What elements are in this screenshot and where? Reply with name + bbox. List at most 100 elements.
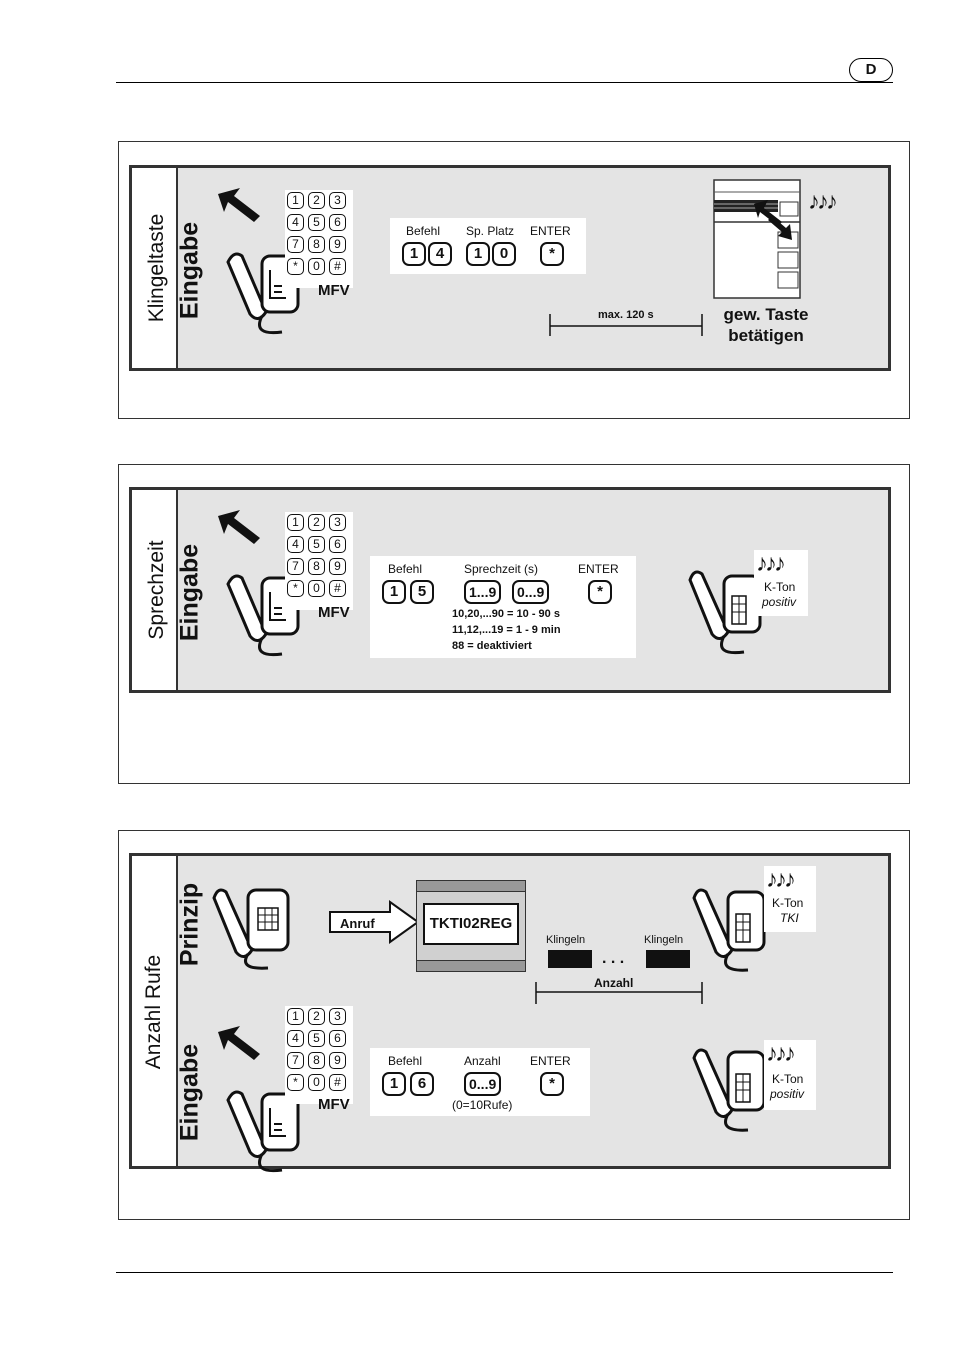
keypad-key[interactable]: 0 (308, 1074, 325, 1091)
handset-icon (212, 888, 290, 970)
key-5[interactable]: 5 (410, 580, 434, 604)
ring-pulse (646, 950, 690, 968)
handset-icon (218, 1026, 300, 1173)
key-range-0-9[interactable]: 0...9 (464, 1072, 502, 1096)
music-notes-icon: ♪♪♪ (756, 550, 786, 577)
ellipsis: . . . (602, 950, 625, 967)
platz-label: Sp. Platz (466, 224, 515, 238)
keypad-key[interactable]: 9 (329, 558, 346, 575)
kton-box: ♪♪♪ K-Ton positiv (754, 550, 808, 616)
keypad-key[interactable]: 9 (329, 1052, 346, 1069)
side-column (132, 168, 178, 368)
command-box: Befehl Anzahl ENTER 1 6 0...9 * (0=10Ruf… (370, 1048, 590, 1116)
section-klingeltaste: Klingeltaste Eingabe 1 2 3 4 5 6 7 8 9 *… (118, 141, 910, 419)
keypad-key[interactable]: 3 (329, 1008, 346, 1025)
befehl-label: Befehl (406, 224, 441, 238)
keypad-key[interactable]: 7 (287, 236, 304, 253)
keypad-key[interactable]: 1 (287, 514, 304, 531)
keypad-key[interactable]: 4 (287, 536, 304, 553)
kton-label: K-Ton (772, 1072, 804, 1086)
keypad-key[interactable]: 8 (308, 1052, 325, 1069)
ring-pulse (548, 950, 592, 968)
language-badge: D (849, 58, 893, 82)
keypad-key[interactable]: 3 (329, 192, 346, 209)
klingeln-label: Klingeln (644, 934, 684, 946)
action-line1: gew. Taste (723, 305, 809, 324)
mode-label: Eingabe (175, 543, 204, 642)
enter-label: ENTER (578, 562, 619, 576)
anruf-arrow-icon (329, 900, 420, 944)
keypad-key[interactable]: 7 (287, 558, 304, 575)
keypad: 1 2 3 4 5 6 7 8 9 * 0 # (285, 512, 353, 610)
kton-box: ♪♪♪ K-Ton positiv (764, 1040, 816, 1110)
anruf-label: Anruf (340, 916, 375, 931)
timer-span (549, 314, 703, 336)
mfv-label: MFV (318, 282, 350, 299)
key-6[interactable]: 6 (410, 1072, 434, 1096)
keypad-key[interactable]: 4 (287, 1030, 304, 1047)
keypad-key[interactable]: 1 (287, 1008, 304, 1025)
keypad-key[interactable]: 2 (308, 514, 325, 531)
key-1[interactable]: 1 (382, 1072, 406, 1096)
keypad-key[interactable]: 6 (329, 1030, 346, 1047)
keypad-key[interactable]: 5 (308, 536, 325, 553)
keypad-key[interactable]: 8 (308, 236, 325, 253)
enter-label: ENTER (530, 224, 571, 238)
keypad-key[interactable]: 9 (329, 236, 346, 253)
enter-label: ENTER (530, 1054, 571, 1068)
enter-key[interactable]: * (540, 242, 564, 266)
mfv-label: MFV (318, 604, 350, 621)
key-4[interactable]: 4 (428, 242, 452, 266)
key-range-1-9[interactable]: 1...9 (464, 580, 502, 604)
keypad-key[interactable]: 0 (308, 580, 325, 597)
enter-key[interactable]: * (588, 580, 612, 604)
mfv-label: MFV (318, 1096, 350, 1113)
music-notes-icon: ♪♪♪ (766, 866, 796, 893)
footer-rule (116, 1272, 893, 1273)
note-line: 88 = deaktiviert (452, 640, 532, 652)
kton-sub-label: positiv (762, 595, 797, 609)
keypad-key[interactable]: 0 (308, 258, 325, 275)
key-1[interactable]: 1 (466, 242, 490, 266)
keypad-key[interactable]: 6 (329, 536, 346, 553)
klingeln-label: Klingeln (546, 934, 586, 946)
keypad-key[interactable]: # (329, 1074, 346, 1091)
key-range-0-9[interactable]: 0...9 (512, 580, 550, 604)
keypad-key[interactable]: 2 (308, 1008, 325, 1025)
keypad-key[interactable]: 3 (329, 514, 346, 531)
kton-label: K-Ton (772, 896, 804, 910)
keypad-key[interactable]: # (329, 580, 346, 597)
anzahl-label: Anzahl (464, 1054, 501, 1068)
kton-label: K-Ton (764, 580, 796, 594)
keypad-key[interactable]: * (287, 580, 304, 597)
section-sprechzeit: Sprechzeit Eingabe 1 2 3 4 5 6 7 8 9 * 0… (118, 464, 910, 784)
enter-key[interactable]: * (540, 1072, 564, 1096)
key-1[interactable]: 1 (402, 242, 426, 266)
keypad-key[interactable]: * (287, 258, 304, 275)
key-0[interactable]: 0 (492, 242, 516, 266)
handset-icon (688, 570, 762, 655)
keypad-key[interactable]: 1 (287, 192, 304, 209)
handset-icon (218, 188, 300, 335)
music-notes-icon: ♪♪♪ (766, 1040, 796, 1067)
side-title: Anzahl Rufe (142, 954, 165, 1070)
anzahl-note: (0=10Rufe) (452, 1098, 513, 1112)
command-box: Befehl Sp. Platz ENTER 1 4 1 0 * (390, 218, 586, 274)
section-anzahl-rufe: Anzahl Rufe Prinzip Eingabe Anruf TKTI02… (118, 830, 910, 1220)
keypad-key[interactable]: * (287, 1074, 304, 1091)
sprechzeit-label: Sprechzeit (s) (464, 562, 539, 576)
keypad-key[interactable]: 4 (287, 214, 304, 231)
keypad-key[interactable]: 6 (329, 214, 346, 231)
keypad: 1 2 3 4 5 6 7 8 9 * 0 # (285, 1006, 353, 1104)
key-1[interactable]: 1 (382, 580, 406, 604)
keypad-key[interactable]: 5 (308, 1030, 325, 1047)
keypad-key[interactable]: 8 (308, 558, 325, 575)
anzahl-span (535, 982, 703, 1004)
device-label: TKTI02REG (423, 903, 519, 945)
keypad-key[interactable]: 7 (287, 1052, 304, 1069)
keypad-key[interactable]: 5 (308, 214, 325, 231)
keypad-key[interactable]: # (329, 258, 346, 275)
panel: Klingeltaste Eingabe 1 2 3 4 5 6 7 8 9 *… (129, 165, 891, 371)
music-notes-icon: ♪♪♪ (808, 188, 838, 215)
keypad-key[interactable]: 2 (308, 192, 325, 209)
